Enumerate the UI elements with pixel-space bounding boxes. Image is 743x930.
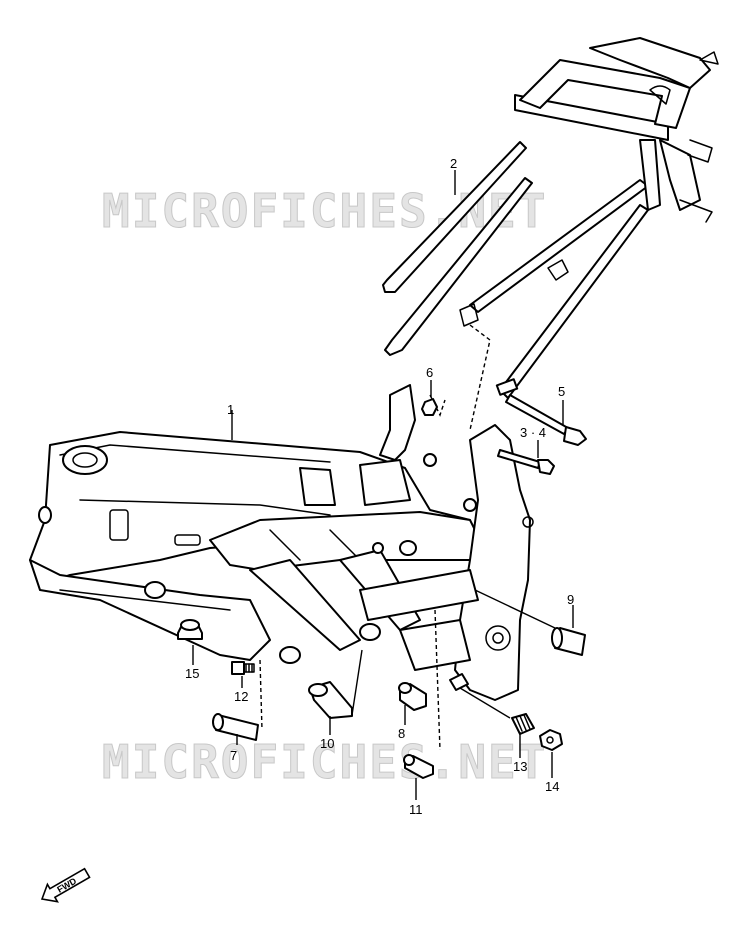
part-7-collar bbox=[212, 713, 259, 745]
callout-10: 10 bbox=[320, 736, 334, 751]
part-9-collar bbox=[474, 589, 586, 656]
callout-9: 9 bbox=[567, 592, 574, 607]
callout-13: 13 bbox=[513, 759, 527, 774]
callout-15: 15 bbox=[185, 666, 199, 681]
leader-part-11 bbox=[434, 609, 441, 751]
callout-12: 12 bbox=[234, 689, 248, 704]
watermark-bottom: MICROFICHES.NET bbox=[102, 735, 547, 789]
forward-arrow-icon: FWD bbox=[40, 867, 91, 903]
part-10-spacer bbox=[308, 649, 363, 735]
callout-1: 1 bbox=[227, 402, 234, 417]
part-5-bolt bbox=[505, 394, 587, 446]
part-13-adjuster bbox=[449, 673, 535, 758]
part-12-bolt bbox=[231, 661, 255, 675]
callout-8: 8 bbox=[398, 726, 405, 741]
callout-11: 11 bbox=[409, 802, 423, 817]
leader-part-7 bbox=[259, 659, 263, 731]
callout-2: 2 bbox=[450, 156, 457, 171]
main-frame bbox=[29, 384, 534, 701]
callout-6: 6 bbox=[426, 365, 433, 380]
callout-3-4: 3 · 4 bbox=[520, 425, 546, 440]
callout-14: 14 bbox=[545, 779, 559, 794]
part-15-plug bbox=[177, 619, 203, 640]
seat-rail bbox=[382, 37, 719, 399]
part-14-nut bbox=[539, 729, 563, 778]
part-8-spacer bbox=[398, 682, 427, 725]
part-3-4-bolt bbox=[497, 440, 555, 475]
part-11-bushing bbox=[403, 754, 434, 800]
leader-seat-rail-mount bbox=[469, 324, 491, 431]
callout-7: 7 bbox=[230, 748, 237, 763]
part-6-nut bbox=[421, 380, 438, 416]
callout-5: 5 bbox=[558, 384, 565, 399]
